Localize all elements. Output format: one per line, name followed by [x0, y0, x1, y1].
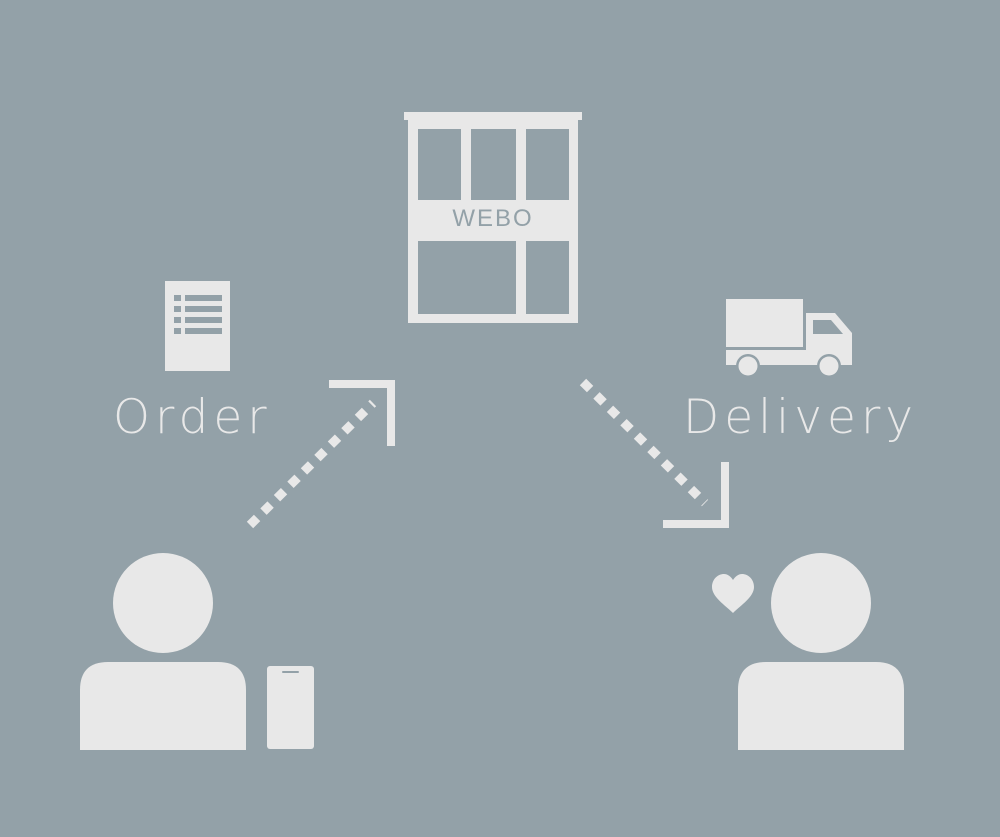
order-label: Order	[113, 390, 272, 445]
delivery-label: Delivery	[683, 390, 919, 445]
building-icon	[404, 112, 582, 323]
arrow-down-right-icon	[579, 378, 729, 528]
arrow-up-right-icon	[246, 380, 395, 529]
truck-icon	[726, 299, 852, 378]
order-list-icon	[165, 281, 230, 371]
heart-icon	[712, 574, 754, 613]
smartphone-icon	[267, 666, 314, 749]
store-sign: WEBO	[452, 205, 534, 232]
person-icon	[738, 553, 904, 750]
person-icon	[80, 553, 246, 750]
